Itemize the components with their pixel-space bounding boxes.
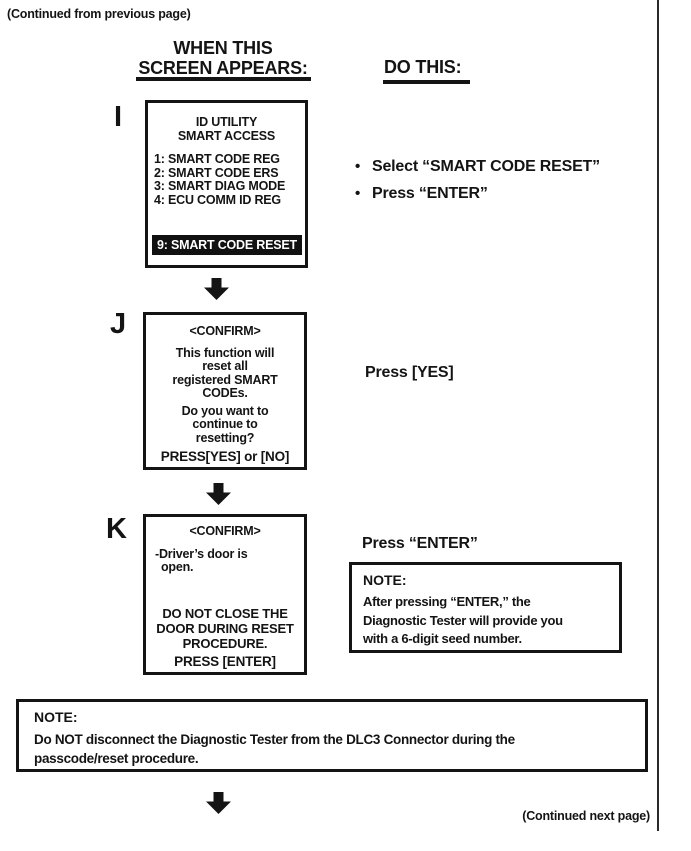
screen-k-status-line1: -Driver’s door is [155, 546, 248, 561]
screen-i-title-line1: ID UTILITY [195, 115, 258, 129]
step-letter-j: J [110, 308, 127, 340]
screen-i-title-line2: SMART ACCESS [177, 128, 276, 143]
note-line3: with a 6-digit seed number. [363, 631, 522, 646]
step-i-instructions: • Select “SMART CODE RESET” • Press “ENT… [355, 153, 600, 207]
when-this-underline [136, 77, 311, 81]
screen-j-question-line2: continue to [192, 417, 258, 431]
tester-screen-i: ID UTILITY SMART ACCESS 1: SMART CODE RE… [145, 100, 308, 268]
menu-item-3: 3: SMART DIAG MODE [154, 179, 286, 193]
screen-k-warning: DO NOT CLOSE THE DOOR DURING RESET PROCE… [146, 606, 304, 651]
screen-j-question-line1: Do you want to [181, 403, 269, 418]
note-title: NOTE: [363, 572, 407, 588]
menu-item-1: 1: SMART CODE REG [154, 152, 280, 166]
screen-i-menu: 1: SMART CODE REG 2: SMART CODE ERS 3: S… [148, 152, 305, 207]
continued-from-label: (Continued from previous page) [7, 7, 191, 21]
down-arrow-icon [204, 278, 229, 300]
step-letter-k: K [106, 513, 127, 545]
menu-item-highlighted: 9: SMART CODE RESET [152, 234, 302, 255]
note-title: NOTE: [34, 709, 78, 725]
instruction-text: Press “ENTER” [372, 184, 488, 202]
screen-j-title: <CONFIRM> [189, 324, 261, 338]
instruction-select-smart-code-reset: • Select “SMART CODE RESET” [355, 153, 600, 180]
instruction-press-yes: Press [YES] [365, 364, 454, 381]
screen-j-body: This function will reset all registered … [146, 345, 304, 401]
note-line1: After pressing “ENTER,” the [363, 594, 531, 609]
step-letter-i: I [114, 101, 123, 133]
menu-item-4: 4: ECU COMM ID REG [154, 192, 281, 207]
when-this-header: WHEN THIS SCREEN APPEARS: [132, 38, 314, 78]
screen-k-status: -Driver’s door is open. [146, 546, 304, 575]
note-text: After pressing “ENTER,” the Diagnostic T… [363, 593, 608, 649]
when-this-line2: SCREEN APPEARS: [138, 58, 308, 78]
screen-j-question: Do you want to continue to resetting? [146, 403, 304, 446]
do-this-header: DO THIS: [384, 57, 462, 77]
instruction-press-enter: • Press “ENTER” [355, 180, 600, 207]
menu-item-2: 2: SMART CODE ERS [154, 165, 279, 180]
note-line2: Diagnostic Tester will provide you [363, 612, 563, 628]
instruction-text: Select “SMART CODE RESET” [372, 157, 600, 175]
screen-k-warning-line2: DOOR DURING RESET [156, 620, 294, 636]
screen-j-question-line3: resetting? [195, 430, 255, 445]
down-arrow-icon [206, 483, 231, 505]
screen-j-body-line4: CODEs. [202, 386, 248, 400]
page-border-line [657, 0, 659, 831]
note-box-seed-number: NOTE: After pressing “ENTER,” the Diagno… [349, 562, 622, 653]
instruction-press-enter: Press “ENTER” [362, 535, 478, 552]
screen-k-warning-line1: DO NOT CLOSE THE [162, 605, 288, 621]
screen-k-warning-line3: PROCEDURE. [182, 635, 268, 651]
bullet-icon: • [355, 158, 361, 175]
screen-j-footer: PRESS[YES] or [NO] [160, 449, 290, 464]
continued-next-label: (Continued next page) [522, 809, 650, 823]
note-line1: Do NOT disconnect the Diagnostic Tester … [34, 732, 515, 747]
screen-j-body-line2: reset all [202, 359, 248, 373]
screen-j-body-line3: registered SMART [172, 372, 278, 387]
bullet-icon: • [355, 185, 361, 202]
note-box-disconnect-warning: NOTE: Do NOT disconnect the Diagnostic T… [16, 699, 648, 772]
screen-k-title: <CONFIRM> [189, 524, 261, 538]
screen-j-body-line1: This function will [175, 345, 275, 360]
note-line2: passcode/reset procedure. [34, 751, 199, 766]
when-this-line1: WHEN THIS [173, 38, 273, 58]
note-text: Do NOT disconnect the Diagnostic Tester … [34, 730, 630, 768]
down-arrow-icon [206, 792, 231, 814]
screen-i-title: ID UTILITY SMART ACCESS [148, 115, 305, 143]
tester-screen-k: <CONFIRM> -Driver’s door is open. DO NOT… [143, 514, 307, 675]
tester-screen-j: <CONFIRM> This function will reset all r… [143, 312, 307, 470]
do-this-underline [383, 80, 470, 84]
screen-k-footer: PRESS [ENTER] [174, 653, 276, 669]
screen-k-status-line2: open. [161, 560, 194, 574]
